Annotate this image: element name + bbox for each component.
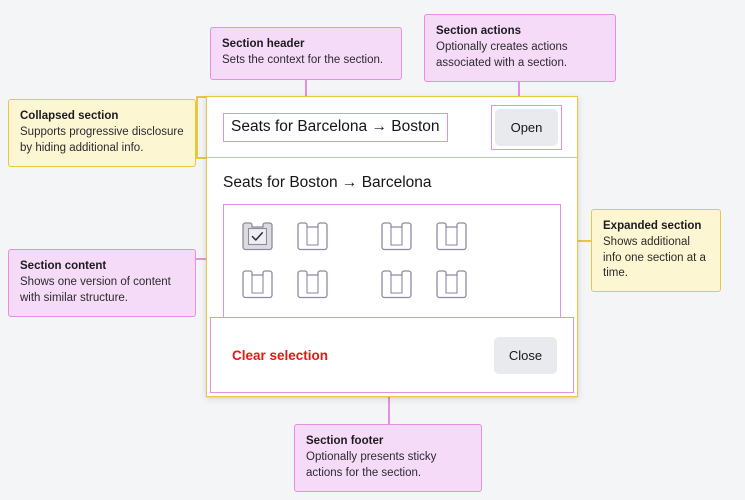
callout-title: Section actions	[436, 25, 521, 37]
expanded-section-title: Seats for Boston → Barcelona	[223, 174, 432, 191]
collapsed-section[interactable]: Seats for Barcelona → Boston Open	[206, 96, 578, 158]
callout-body: Sets the context for the section.	[222, 54, 384, 67]
seat-icon[interactable]	[294, 219, 331, 254]
open-button[interactable]: Open	[495, 108, 558, 146]
seat-icon[interactable]	[294, 267, 331, 302]
seat-row	[239, 219, 545, 254]
callout-body: Shows additional info one section at a t…	[603, 236, 706, 279]
seat-icon[interactable]	[239, 267, 276, 302]
callout-body: Optionally creates actions associated wi…	[436, 41, 568, 69]
callout-expanded-section: Expanded section Shows additional info o…	[591, 209, 721, 293]
clear-selection-button[interactable]: Clear selection	[232, 347, 329, 363]
connector-collapsed-section-lower	[196, 157, 207, 159]
section-content-highlight	[223, 204, 561, 318]
callout-section-content: Section content Shows one version of con…	[8, 249, 196, 317]
seat-map	[228, 209, 556, 313]
callout-collapsed-section: Collapsed section Supports progressive d…	[8, 99, 196, 167]
callout-section-footer: Section footer Optionally presents stick…	[294, 424, 482, 492]
connector-section-header	[305, 75, 307, 115]
callout-title: Section header	[222, 38, 305, 50]
connector-collapsed-section-stem	[196, 96, 198, 158]
seat-row	[239, 267, 545, 302]
section-footer-inner: Clear selection Close	[211, 318, 573, 392]
callout-body: Shows one version of content with simila…	[20, 276, 171, 304]
seat-icon[interactable]	[433, 219, 470, 254]
callout-body: Supports progressive disclosure by hidin…	[20, 126, 184, 154]
callout-section-header: Section header Sets the context for the …	[210, 27, 402, 80]
close-button[interactable]: Close	[494, 336, 557, 374]
callout-section-actions: Section actions Optionally creates actio…	[424, 14, 616, 82]
collapsed-section-title-highlight: Seats for Barcelona → Boston	[223, 112, 448, 142]
section-footer: Clear selection Close	[210, 317, 574, 393]
expanded-section: Seats for Boston → Barcelona	[206, 158, 578, 318]
collapsed-section-title: Seats for Barcelona → Boston	[231, 117, 440, 135]
callout-title: Expanded section	[603, 220, 702, 232]
connector-section-footer	[388, 393, 390, 428]
seat-icon[interactable]	[378, 267, 415, 302]
callout-body: Optionally presents sticky actions for t…	[306, 451, 437, 479]
callout-title: Section footer	[306, 435, 384, 447]
callout-title: Collapsed section	[20, 110, 119, 122]
callout-title: Section content	[20, 260, 107, 272]
connector-section-actions	[518, 78, 520, 108]
seat-icon-selected[interactable]	[239, 219, 276, 254]
seat-icon[interactable]	[378, 219, 415, 254]
section-card: Seats for Barcelona → Boston Open Seats …	[206, 96, 578, 397]
connector-expanded-section	[578, 240, 592, 242]
connector-collapsed-section	[196, 96, 207, 98]
collapsed-section-action-highlight: Open	[491, 104, 562, 150]
seat-icon[interactable]	[433, 267, 470, 302]
